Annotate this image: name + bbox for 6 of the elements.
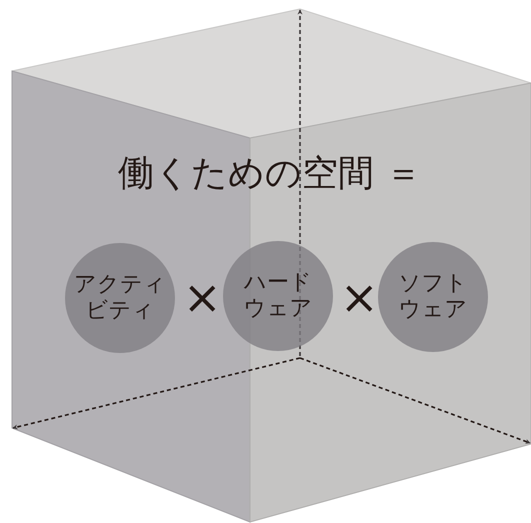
node-label: アクティビティ xyxy=(74,272,166,324)
heading-text: 働くための空間 ＝ xyxy=(118,156,422,192)
multiply-sign: × xyxy=(183,274,222,320)
multiply-sign: × xyxy=(340,274,379,320)
node-label: ハードウェア xyxy=(243,270,313,322)
node-label: ソフトウェア xyxy=(398,271,468,323)
